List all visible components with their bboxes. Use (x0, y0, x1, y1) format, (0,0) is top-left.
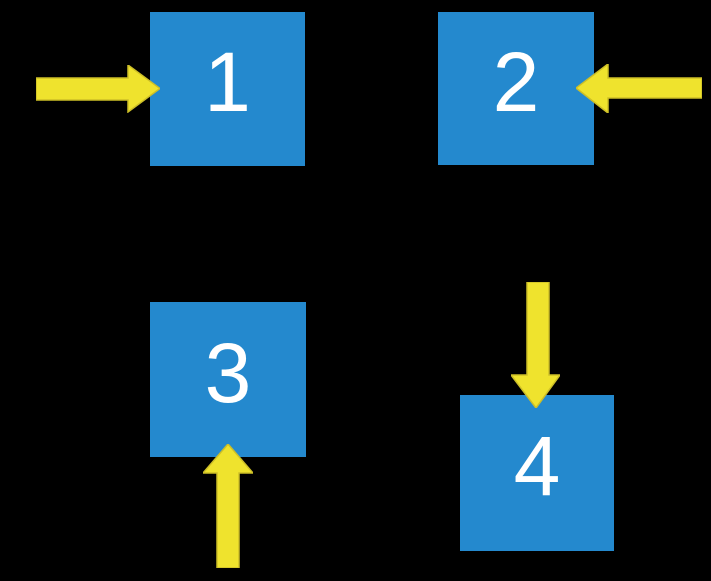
square-2-label: 2 (492, 34, 540, 129)
arrow-left-icon (576, 64, 702, 113)
square-1: 1 (150, 12, 305, 166)
square-2: 2 (438, 12, 594, 165)
arrow-down-icon (511, 282, 560, 408)
square-4-label: 4 (513, 419, 561, 513)
arrow-up-icon (203, 444, 253, 568)
square-3: 3 (150, 302, 306, 457)
square-4: 4 (460, 395, 614, 551)
arrow-right-icon (36, 65, 160, 113)
square-3-label: 3 (204, 325, 252, 420)
square-1-label: 1 (204, 35, 251, 129)
